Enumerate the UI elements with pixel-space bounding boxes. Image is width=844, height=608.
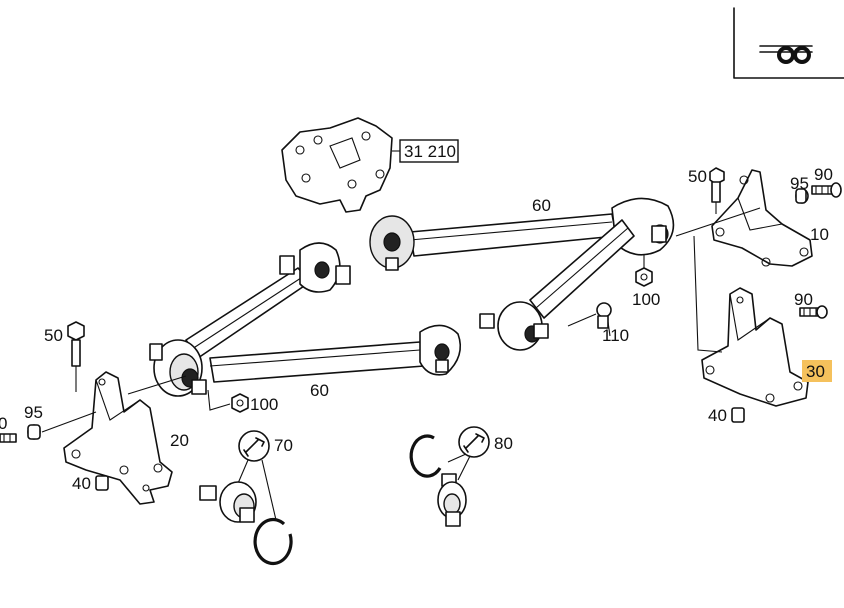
bolt-left — [67, 321, 85, 392]
tool-wrench-right — [447, 426, 490, 481]
diagonal-arm-right — [479, 219, 635, 351]
callout-bracket-lower-right: 30 — [806, 362, 825, 381]
callout-bolt-right: 50 — [688, 167, 707, 186]
callout-spacer-right: 40 — [708, 406, 727, 425]
wrench-icon — [235, 430, 277, 521]
reference-box[interactable]: 31 210 — [399, 139, 459, 163]
callout-bracket-upper-right: 10 — [810, 225, 829, 244]
lower-arm-left — [209, 324, 462, 383]
screw-left-partial — [0, 433, 17, 443]
bushing-left — [27, 424, 41, 440]
bolt-center — [596, 302, 612, 337]
screw-right-mid — [799, 305, 828, 319]
callout-bushing-right: 95 — [790, 174, 809, 193]
callout-bracket-left: 20 — [170, 431, 189, 450]
bolt-right — [709, 167, 725, 214]
callout-upper-arm-right: 60 — [532, 196, 551, 215]
reference-bracket — [281, 117, 400, 213]
highlight-marker — [802, 360, 832, 382]
callout-tool-right: 80 — [494, 434, 513, 453]
callout-spacer-left: 40 — [72, 474, 91, 493]
bracket-left — [63, 371, 173, 505]
callout-nut-left: 100 — [250, 395, 278, 414]
bracket-upper-right — [711, 169, 813, 267]
bushing-assembly-right — [437, 473, 467, 527]
bracket-lower-right — [701, 287, 809, 407]
bushing-assembly-left — [199, 481, 257, 523]
callout-screw-right-mid: 90 — [794, 290, 813, 309]
callout-bolt-center: 110 — [602, 326, 629, 345]
callout-screw-right-top: 90 — [814, 165, 833, 184]
axle-wheels-icon — [733, 7, 844, 79]
spacer-left — [95, 475, 109, 491]
screw-right-top — [811, 182, 842, 198]
nut-left — [207, 389, 249, 413]
spacer-right — [731, 407, 745, 423]
callout-bushing-left: 95 — [24, 403, 43, 422]
bushing-right — [795, 188, 809, 204]
snap-ring-right — [409, 434, 442, 478]
callout-bolt-left: 50 — [44, 326, 63, 345]
callout-tool-left: 70 — [274, 436, 293, 455]
nut-center — [635, 255, 653, 287]
upper-arm-left — [185, 242, 351, 359]
callout-nut-center: 100 — [632, 290, 660, 309]
reference-box-label: 31 210 — [404, 142, 456, 161]
callout-screw-left-partial: 0 — [0, 414, 7, 433]
snap-ring-left — [253, 517, 293, 566]
callout-lower-arm-left: 60 — [310, 381, 329, 400]
